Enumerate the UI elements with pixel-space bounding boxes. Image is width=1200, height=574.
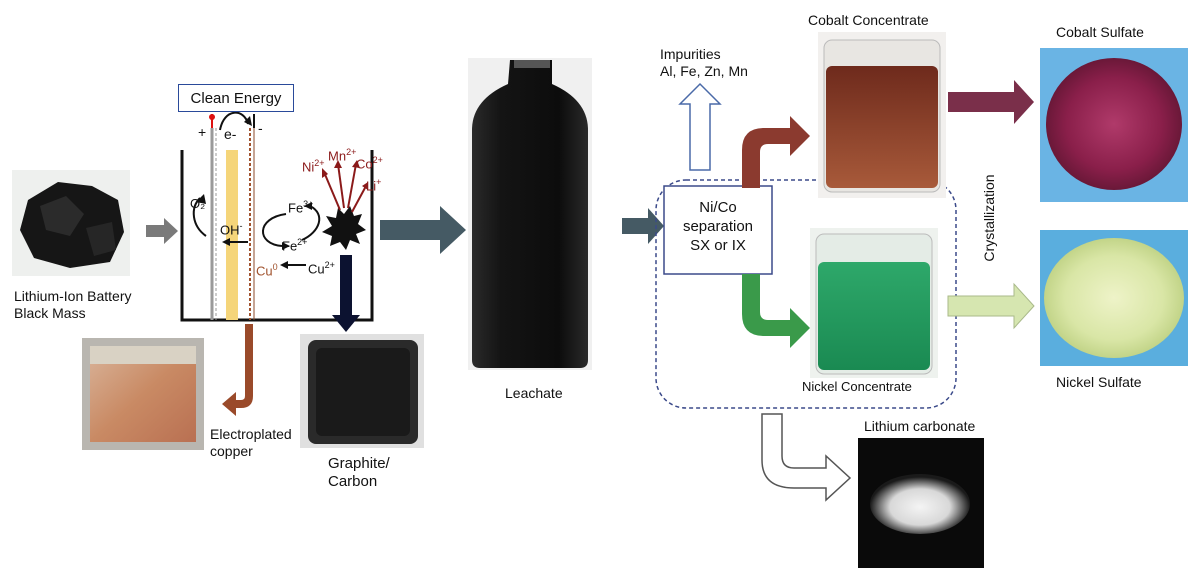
impurities-arrow [678,82,722,171]
black-mass-photo [12,170,130,276]
lithium-arrow [761,413,852,502]
plus-sign: + [198,124,207,140]
ni-text: Ni [302,159,315,175]
separation-box [663,185,773,275]
cu2-text: Cu [308,261,325,277]
separation-line-2: separation [682,218,754,235]
copper-photo [82,338,204,450]
co-sup: 2+ [372,155,383,165]
leachate-label: Leachate [505,385,563,401]
cell-to-leachate-arrow [380,206,466,254]
nickel-beaker-photo [810,228,938,378]
cobalt-sulfate-arrow [948,80,1034,124]
nickel-sulfate-label: Nickel Sulfate [1056,374,1142,390]
graphite-arrow [332,255,360,332]
cu0-sup: 0 [272,262,278,272]
copper-arrow [222,324,253,416]
crystallization-label: Crystallization [981,174,997,262]
mn-ion-label: Mn2+ [328,144,356,164]
cobalt-arrow [742,116,810,188]
cobalt-sulfate-label: Cobalt Sulfate [1056,24,1144,40]
fe3-sup: 3+ [303,199,314,209]
nickel-sulfate-photo [1040,230,1188,366]
ni-ion-label: Ni2+ [302,155,325,175]
separation-text: Ni/Co separation SX or IX [664,198,772,255]
fe3-label: Fe3+ [288,196,313,216]
li-text: Li [366,178,377,194]
separation-line-1: Ni/Co [699,199,737,216]
black-mass-label: Lithium-Ion Battery Black Mass [14,288,132,321]
oh-text: OH [220,222,240,238]
oh-label: OH- [220,218,243,238]
cu2-sup: 2+ [324,260,335,270]
graphite-photo [300,334,424,448]
o2-label: O₂ [190,196,206,211]
li-ion-label: Li+ [366,174,381,194]
co-ion-label: Co2+ [356,152,383,172]
electrochemical-cell [180,111,374,322]
cobalt-sulfate-photo [1040,48,1188,202]
leachate-bottle [468,58,592,370]
cobalt-beaker-photo [818,32,946,198]
li-sup: + [376,177,382,187]
impurities-list: Al, Fe, Zn, Mn [660,63,748,79]
clean-energy-label: Clean Energy [190,90,282,107]
separation-line-3: SX or IX [690,237,746,254]
fe2-label: Fe2+ [282,234,307,254]
nickel-sulfate-arrow [947,282,1035,330]
minus-sign: - [258,120,263,136]
black-mass-arrow [146,218,178,244]
cu0-text: Cu [256,263,273,279]
cu2-label: Cu2+ [308,257,335,277]
mn-text: Mn [328,148,347,164]
fe3-text: Fe [288,200,304,216]
clean-energy-box: Clean Energy [178,84,294,112]
lithium-photo [858,438,984,568]
separation-dashed-box [655,179,957,409]
fe2-text: Fe [282,238,298,254]
cobalt-concentrate-label: Cobalt Concentrate [808,12,929,28]
oh-sup: - [239,221,243,231]
nickel-concentrate-label: Nickel Concentrate [802,379,912,394]
co-text: Co [356,156,373,172]
impurities-title: Impurities [660,46,721,62]
ni-sup: 2+ [314,158,325,168]
mn-sup: 2+ [346,147,357,157]
cu0-label: Cu0 [256,259,278,279]
graphite-carbon-label: Graphite/ Carbon [328,455,390,490]
leachate-to-separation-arrow [622,208,664,244]
electroplated-copper-label: Electroplated copper [210,426,292,459]
lithium-carbonate-label: Lithium carbonate [864,418,976,434]
nickel-arrow [742,274,810,348]
electron-label: e- [224,126,237,142]
fe2-sup: 2+ [297,237,308,247]
